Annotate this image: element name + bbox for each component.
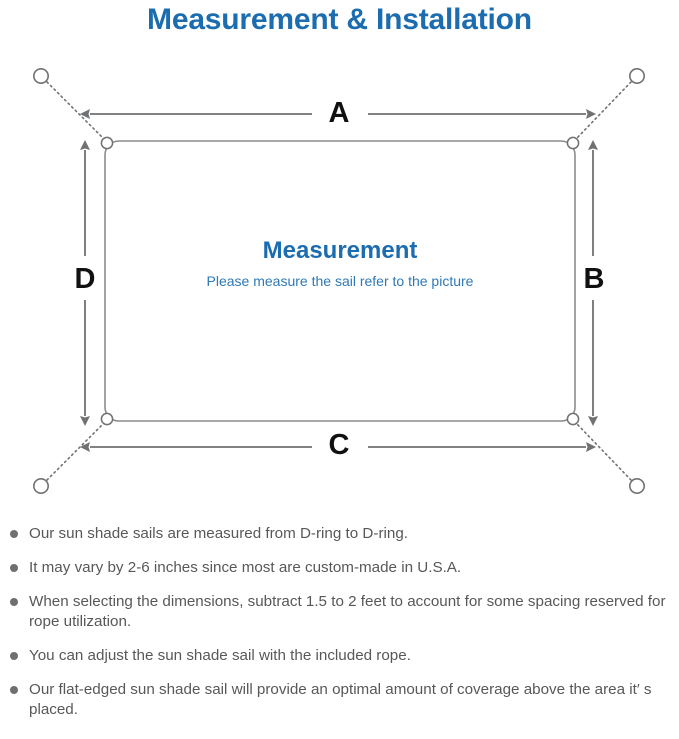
note-text: Our flat-edged sun shade sail will provi… — [29, 681, 652, 718]
note-text: When selecting the dimensions, subtract … — [29, 593, 666, 630]
bullet-icon — [10, 598, 18, 606]
note-text: You can adjust the sun shade sail with t… — [29, 647, 411, 664]
list-item: Our flat-edged sun shade sail will provi… — [0, 680, 679, 720]
d-ring-top-right — [566, 136, 580, 150]
list-item: You can adjust the sun shade sail with t… — [0, 646, 679, 666]
list-item: Our sun shade sails are measured from D-… — [0, 524, 679, 544]
list-item: When selecting the dimensions, subtract … — [0, 592, 679, 632]
d-ring-bottom-right — [566, 412, 580, 426]
sail-body — [104, 140, 576, 422]
anchor-point-bottom-left — [32, 477, 49, 494]
bullet-icon — [10, 530, 18, 538]
dimension-label-a: A — [328, 97, 350, 129]
bullet-icon — [10, 686, 18, 694]
rope-top-left — [46, 81, 104, 139]
dimension-label-c: C — [328, 429, 350, 461]
measurement-diagram: Measurement Please measure the sail refe… — [32, 68, 645, 494]
anchor-point-bottom-right — [628, 477, 645, 494]
dimension-label-b: B — [583, 263, 605, 295]
anchor-points — [32, 68, 645, 494]
bullet-icon — [10, 564, 18, 572]
rope-top-right — [576, 81, 632, 139]
d-ring-bottom-left — [100, 412, 114, 426]
d-rings — [100, 136, 580, 426]
dimension-label-d: D — [74, 263, 96, 295]
page-title: Measurement & Installation — [147, 3, 532, 36]
anchor-point-top-left — [32, 68, 49, 85]
rope-bottom-left — [46, 423, 104, 481]
note-text: It may vary by 2-6 inches since most are… — [29, 559, 462, 576]
list-item: It may vary by 2-6 inches since most are… — [0, 558, 679, 578]
rope-bottom-right — [576, 423, 632, 481]
bullet-icon — [10, 652, 18, 660]
notes-list: Our sun shade sails are measured from D-… — [0, 524, 679, 734]
note-text: Our sun shade sails are measured from D-… — [29, 525, 408, 542]
diagram-canvas — [32, 68, 645, 494]
rope-lines — [46, 81, 632, 481]
d-ring-top-left — [100, 136, 114, 150]
anchor-point-top-right — [628, 68, 645, 85]
